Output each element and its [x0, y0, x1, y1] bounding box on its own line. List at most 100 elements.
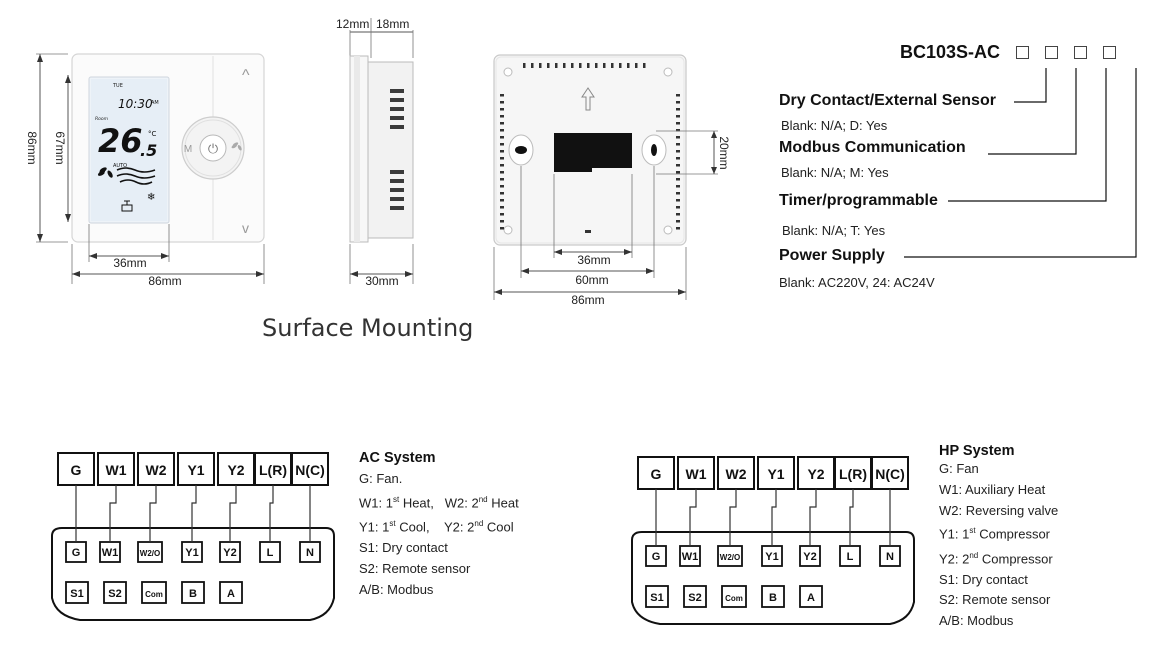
lcd-day: TUE — [112, 83, 123, 89]
ac-y2-rest: Cool — [483, 519, 514, 535]
ac-wire-1 — [109, 485, 117, 542]
up-button[interactable]: ^ — [242, 67, 250, 84]
ac-board-n: N — [299, 541, 321, 563]
ac-w2: W2: 2 — [444, 495, 479, 511]
svg-text:L: L — [847, 551, 854, 563]
svg-text:N(C): N(C) — [875, 466, 905, 482]
hp-wire-1 — [689, 489, 697, 546]
svg-text:G: G — [71, 462, 82, 478]
ac-y-line: Y1: 1st Cool, Y2: 2nd Cool — [359, 514, 519, 538]
dim-screen-width: 36mm — [113, 256, 146, 270]
hp-y2-rest: Compressor — [978, 550, 1053, 566]
hp-board-b: B — [761, 585, 785, 608]
svg-text:N: N — [886, 551, 894, 563]
ac-system-title: AC System — [359, 450, 436, 466]
hp-terminal-w1: W1 — [677, 456, 715, 490]
svg-text:G: G — [652, 551, 661, 563]
svg-text:Y2: Y2 — [227, 462, 244, 478]
hp-board-s2: S2 — [683, 585, 707, 608]
back-side-vents — [500, 94, 680, 230]
svg-text:Com: Com — [145, 590, 163, 599]
power-button[interactable]: ⏻ — [208, 141, 218, 156]
hp-board-w2o: W2/O — [717, 545, 743, 567]
svg-text:Y2: Y2 — [223, 547, 236, 559]
option-dry-contact-values: Blank: N/A; D: Yes — [781, 118, 888, 133]
ac-y1-sup: st — [389, 518, 396, 528]
model-code-leaders — [904, 68, 1137, 258]
option-timer: Timer/programmable — [779, 192, 938, 209]
ac-terminal-g: G — [57, 452, 95, 486]
ac-y1: Y1: 1 — [359, 519, 390, 535]
hp-terminal-lr: L(R) — [834, 456, 872, 490]
hp-system-legend: HP System G: Fan W1: Auxiliary Heat W2: … — [939, 443, 1058, 632]
dim-front-width: 86mm — [148, 274, 181, 288]
hp-s1: S1: Dry contact — [939, 571, 1028, 587]
option-box-1 — [1016, 46, 1030, 60]
fan-button-icon[interactable] — [231, 142, 243, 151]
ac-board-com: Com — [141, 581, 167, 604]
svg-text:A: A — [227, 588, 235, 600]
ac-w1: W1: 1 — [359, 495, 393, 511]
hp-y1: Y1: 1 — [939, 526, 970, 542]
ac-board-y1: Y1 — [181, 541, 203, 563]
ac-g: G: Fan. — [359, 471, 403, 486]
hp-terminal-nc: N(C) — [871, 456, 909, 490]
ac-s1: S1: Dry contact — [359, 540, 448, 556]
dim-back-inner-width: 36mm — [577, 253, 610, 267]
hp-terminal-y1: Y1 — [757, 456, 795, 490]
model-code-block: BC103S-AC — [900, 42, 1117, 63]
ac-terminal-y2: Y2 — [217, 452, 255, 486]
svg-text:Y1: Y1 — [765, 551, 778, 563]
hp-y1-line: Y1: 1st Compressor — [939, 521, 1058, 545]
hp-terminal-g: G — [637, 456, 675, 490]
dim-back-hole-height: 20mm — [717, 136, 731, 169]
svg-text:Y1: Y1 — [767, 466, 784, 482]
dim-side-depth-1: 12mm — [336, 17, 369, 31]
svg-text:W2: W2 — [146, 462, 167, 478]
hp-board-a: A — [799, 585, 823, 608]
svg-text:S2: S2 — [688, 592, 701, 604]
svg-text:B: B — [769, 592, 777, 604]
ac-wire-5 — [269, 485, 274, 542]
front-view: 86mm 67mm TUE 10:30 AM Room 26 .5 °C AUT… — [25, 53, 265, 288]
svg-text:W1: W1 — [686, 466, 707, 482]
ac-terminal-y1: Y1 — [177, 452, 215, 486]
dim-side-depth-total: 30mm — [365, 274, 398, 288]
svg-text:W1: W1 — [682, 551, 699, 563]
hp-w2: W2: Reversing valve — [939, 502, 1059, 518]
svg-text:W2: W2 — [726, 466, 747, 482]
down-button[interactable]: v — [242, 220, 249, 236]
ac-board-g: G — [65, 541, 87, 563]
ac-ab: A/B: Modbus — [359, 581, 434, 597]
back-top-vents — [523, 63, 646, 68]
option-power-supply-values: Blank: AC220V, 24: AC24V — [779, 275, 935, 290]
hp-board-y2: Y2 — [799, 545, 821, 567]
hp-wire-3 — [771, 489, 777, 546]
fan-icon — [97, 167, 113, 178]
option-power-supply: Power Supply — [779, 247, 885, 264]
hp-terminal-w2: W2 — [717, 456, 755, 490]
svg-text:Y1: Y1 — [185, 547, 198, 559]
hp-y2-sup: nd — [969, 550, 979, 560]
svg-text:N(C): N(C) — [295, 462, 325, 478]
ac-wire-3 — [191, 485, 197, 542]
option-box-4 — [1103, 46, 1117, 60]
option-timer-values: Blank: N/A; T: Yes — [782, 223, 886, 238]
dim-front-height: 86mm — [25, 131, 39, 164]
option-modbus: Modbus Communication — [779, 139, 966, 156]
ac-board-w2o: W2/O — [137, 541, 163, 563]
svg-text:Y2: Y2 — [807, 466, 824, 482]
lcd-room-label: Room — [95, 116, 109, 122]
hp-s2: S2: Remote sensor — [939, 592, 1051, 608]
ac-y2: Y2: 2 — [444, 519, 475, 535]
side-vents — [390, 89, 404, 210]
ac-w2-rest: Heat — [487, 495, 519, 511]
valve-icon — [121, 200, 133, 212]
ac-wire-2 — [149, 485, 157, 542]
ac-system-legend: AC System G: Fan. W1: 1st Heat, W2: 2nd … — [359, 450, 519, 600]
mode-button[interactable]: M — [184, 144, 192, 155]
svg-text:W2/O: W2/O — [720, 553, 740, 562]
hp-board-w1: W1 — [679, 545, 701, 567]
